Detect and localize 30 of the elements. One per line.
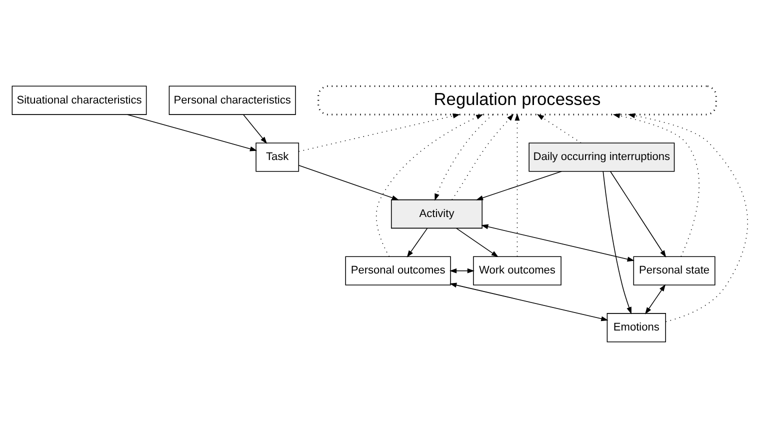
- arrow: [536, 114, 582, 144]
- arrow: [628, 113, 748, 322]
- node-box: Task: [256, 142, 300, 172]
- node-box: Emotions: [606, 313, 666, 342]
- arrow: [481, 224, 634, 262]
- arrow: [456, 228, 498, 258]
- node-box: Work outcomes: [473, 256, 562, 286]
- node-box: Personal outcomes: [345, 256, 451, 286]
- arrow: [602, 171, 632, 314]
- arrow: [610, 171, 666, 258]
- node-box: Situational characteristics: [12, 86, 147, 115]
- arrow: [243, 114, 268, 144]
- node-box: Personal characteristics: [168, 86, 296, 115]
- arrow: [376, 114, 484, 257]
- node-box: Daily occurring interruptions: [528, 142, 675, 172]
- arrow: [450, 282, 608, 322]
- arrow: [298, 114, 460, 152]
- arrow: [514, 113, 520, 257]
- arrow: [406, 228, 428, 258]
- arrow: [476, 171, 562, 200]
- node-box: Regulation processes: [318, 85, 717, 116]
- arrow: [644, 284, 666, 314]
- arrow: [127, 114, 258, 152]
- arrow: [298, 165, 399, 200]
- arrow: [612, 113, 700, 257]
- arrow: [449, 268, 474, 274]
- arrow: [452, 114, 514, 200]
- node-box: Personal state: [633, 256, 716, 286]
- node-box: Activity: [390, 199, 483, 229]
- arrow: [434, 114, 494, 201]
